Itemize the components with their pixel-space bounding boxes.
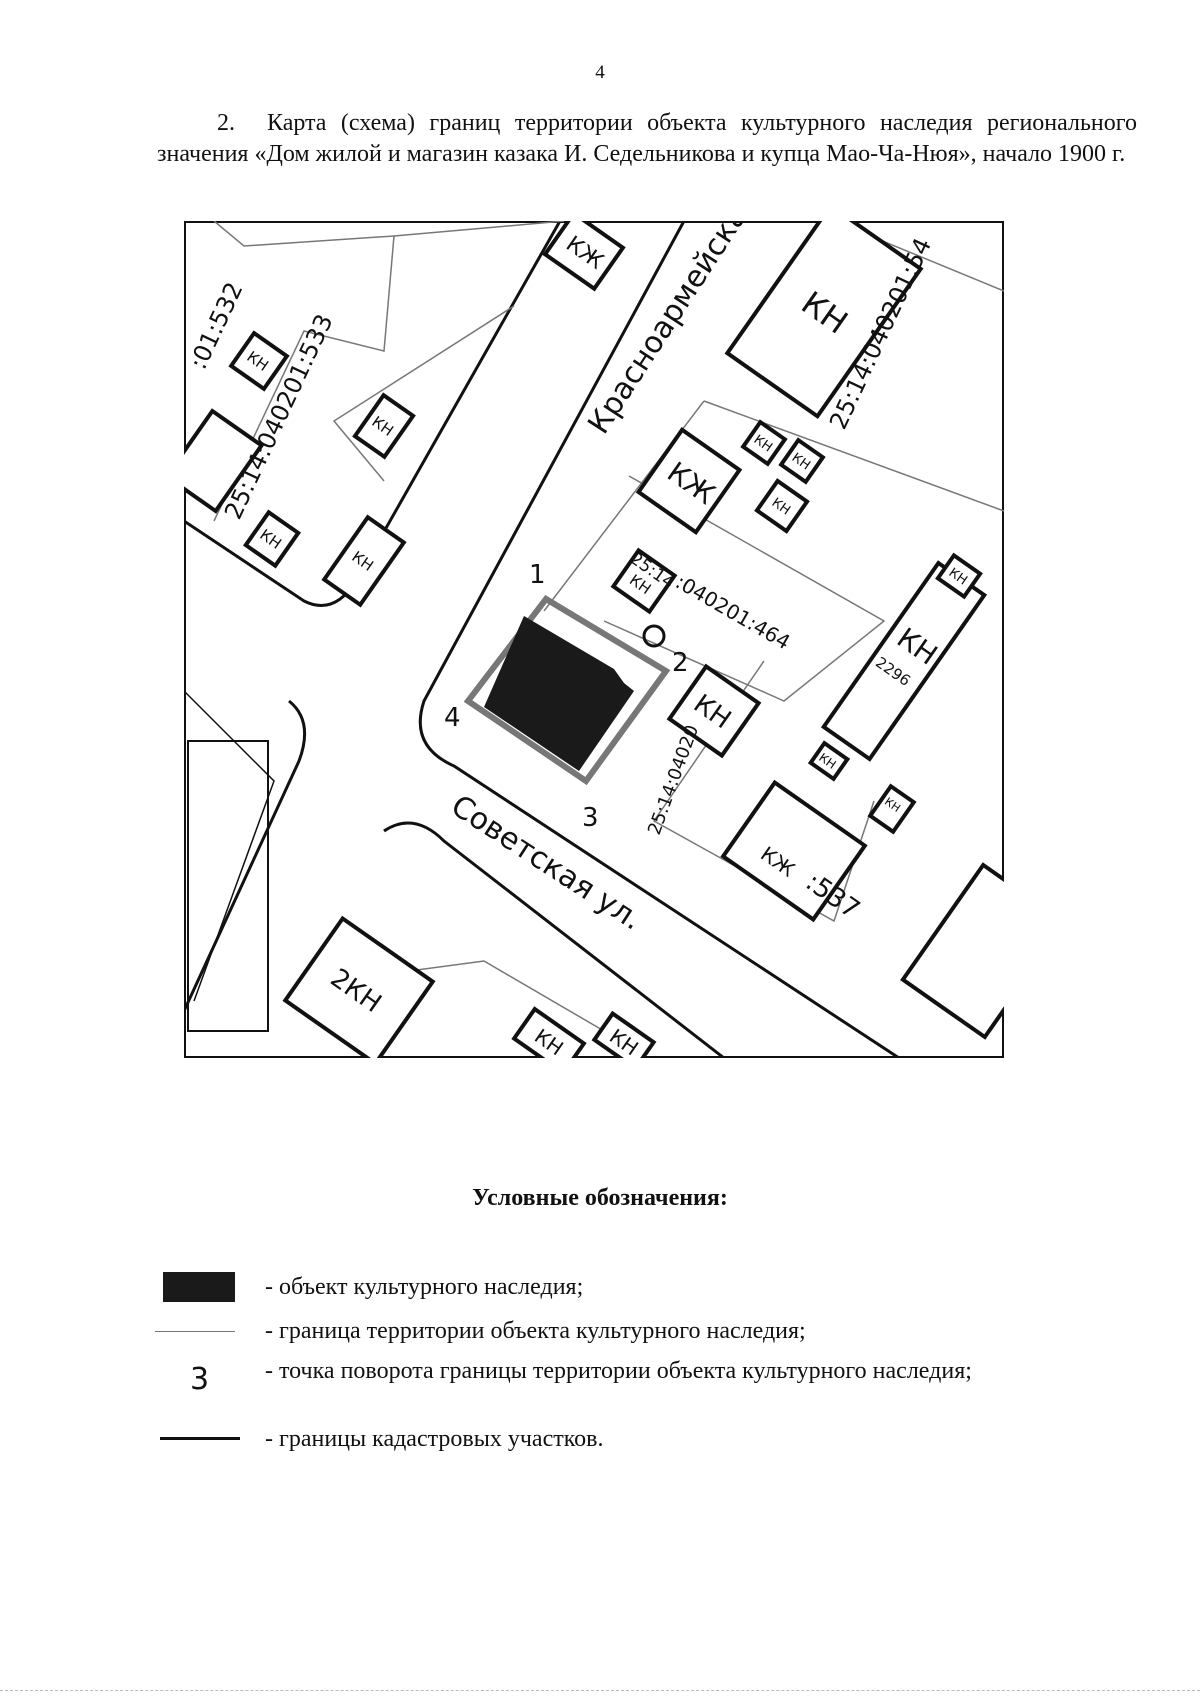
legend-item-boundary: - граница территории объекта культурного… (265, 1318, 806, 1344)
building-2kn: 2КН (282, 915, 436, 1058)
scan-edge (0, 1690, 1200, 1691)
building-kn: КН (228, 330, 290, 392)
street-edge (383, 821, 725, 1058)
heritage-territory-boundary (463, 595, 671, 786)
legend-symbol-object (163, 1272, 235, 1302)
buildings: КЖ КН КН КН КН КН КЖ КН КН КН КН КН КН22… (184, 221, 1004, 1058)
building-kn: КН (778, 437, 826, 485)
building-kn: КН (724, 221, 924, 420)
building (187, 740, 269, 1032)
legend-title: Условные обозначения: (472, 1185, 728, 1211)
building-kzh: КЖ (720, 779, 868, 923)
point-1: 1 (529, 560, 546, 590)
turning-points: 1 2 3 4 (444, 560, 689, 833)
heritage-object (484, 616, 634, 771)
building-kn: КН (754, 478, 810, 534)
building-kn: КН (242, 509, 302, 569)
street-edge (184, 699, 307, 1012)
building-kn: КН (867, 783, 917, 835)
cadastral-boundary (393, 221, 565, 237)
point-2: 2 (672, 648, 689, 678)
heading-text: Карта (схема) границ территории объекта … (157, 110, 1137, 167)
point-3: 3 (582, 803, 599, 833)
page-number: 4 (595, 62, 605, 83)
building-kn: КН (511, 1006, 587, 1058)
cadastral-boundary (703, 400, 1004, 512)
heading-number: 2. (217, 110, 235, 136)
building-kzh: КЖ (542, 221, 626, 292)
legend-item-cadastral: - границы кадастровых участков. (265, 1426, 604, 1452)
boundary-map: 1 2 3 4 КЖ КН КН КН КН КН КЖ КН КН КН КН… (184, 221, 1004, 1058)
map-heading: 2.Карта (схема) границ территории объект… (157, 108, 1137, 170)
building-kn: КН (740, 419, 788, 467)
building-kn: КН (352, 392, 416, 460)
building-kn: КН (321, 514, 407, 608)
cadastral-boundary (603, 475, 886, 702)
building-kn: КН (610, 547, 678, 615)
building-kzh: КЖ (635, 427, 743, 535)
cadastral-boundary (213, 221, 395, 522)
turning-point-marker (642, 624, 666, 648)
street-edge (418, 221, 900, 1058)
legend-symbol-point: 3 (190, 1362, 210, 1397)
building-kn: КН (666, 663, 762, 759)
legend-item-point: - точка поворота границы территории объе… (265, 1358, 972, 1384)
legend-item-object: - объект культурного наследия; (265, 1274, 584, 1300)
street-edge (184, 690, 275, 1002)
legend-symbol-cadastral (160, 1437, 240, 1440)
building-kzh (184, 408, 265, 514)
cadastral-boundary (332, 305, 515, 482)
building (900, 862, 1004, 1040)
point-4: 4 (444, 703, 461, 733)
map-frame (184, 221, 1004, 1058)
legend-symbol-boundary (155, 1331, 235, 1332)
building-kn: КН (591, 1010, 657, 1058)
building-kn: КН (935, 552, 983, 600)
building-kn: КН (807, 740, 851, 782)
